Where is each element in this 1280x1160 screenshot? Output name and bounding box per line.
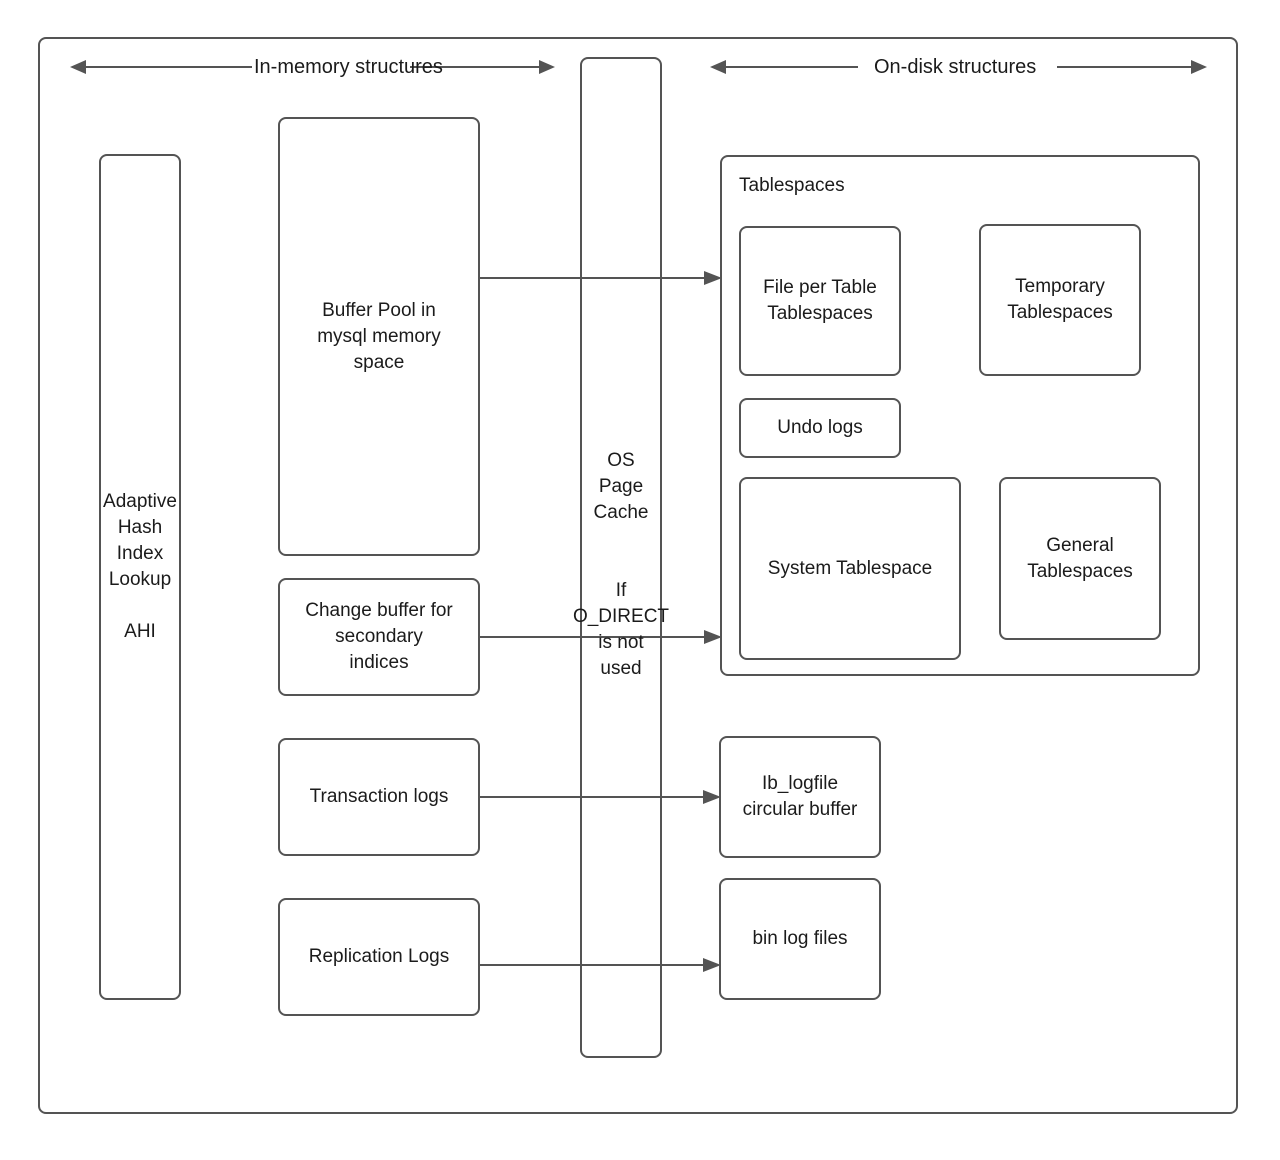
edge-replication-logs-to-bin-log-files — [480, 958, 721, 972]
header-in-memory-structures: In-memory structures — [254, 56, 443, 78]
node-ib-logfile[interactable]: Ib_logfile circular buffer — [719, 736, 881, 858]
node-replication-logs[interactable]: Replication Logs — [278, 898, 480, 1016]
node-transaction-logs[interactable]: Transaction logs — [278, 738, 480, 856]
edge-transaction-logs-to-ib-logfile — [480, 790, 721, 804]
arrowhead-right-icon — [1191, 60, 1207, 74]
node-bin-log-files[interactable]: bin log files — [719, 878, 881, 1000]
node-buffer-pool[interactable]: Buffer Pool in mysql memory space — [278, 117, 480, 556]
arrowhead-right-icon — [704, 630, 722, 644]
arrowhead-right-icon — [703, 958, 721, 972]
node-undo-logs[interactable]: Undo logs — [739, 398, 901, 458]
arrowhead-right-icon — [539, 60, 555, 74]
node-system-tablespace[interactable]: System Tablespace — [739, 477, 961, 660]
arrowhead-left-icon — [710, 60, 726, 74]
node-change-buffer[interactable]: Change buffer for secondary indices — [278, 578, 480, 696]
node-file-per-table-tablespaces[interactable]: File per Table Tablespaces — [739, 226, 901, 376]
arrowhead-right-icon — [703, 790, 721, 804]
arrowhead-right-icon — [704, 271, 722, 285]
edge-change-buffer-to-system-tablespace — [480, 630, 722, 644]
group-tablespaces — [720, 155, 1200, 676]
group-tablespaces-label: Tablespaces — [739, 175, 845, 196]
node-adaptive-hash-index[interactable] — [99, 154, 181, 1000]
node-temporary-tablespaces[interactable]: Temporary Tablespaces — [979, 224, 1141, 376]
outer-frame — [38, 37, 1238, 1114]
node-general-tablespaces[interactable]: General Tablespaces — [999, 477, 1161, 640]
edge-buffer-pool-to-file-per-table — [480, 271, 722, 285]
node-os-page-cache[interactable] — [580, 57, 662, 1058]
arrowhead-left-icon — [70, 60, 86, 74]
header-on-disk-structures: On-disk structures — [874, 56, 1037, 78]
in-memory-header-arrows — [70, 60, 555, 74]
on-disk-header-arrows — [710, 60, 1207, 74]
